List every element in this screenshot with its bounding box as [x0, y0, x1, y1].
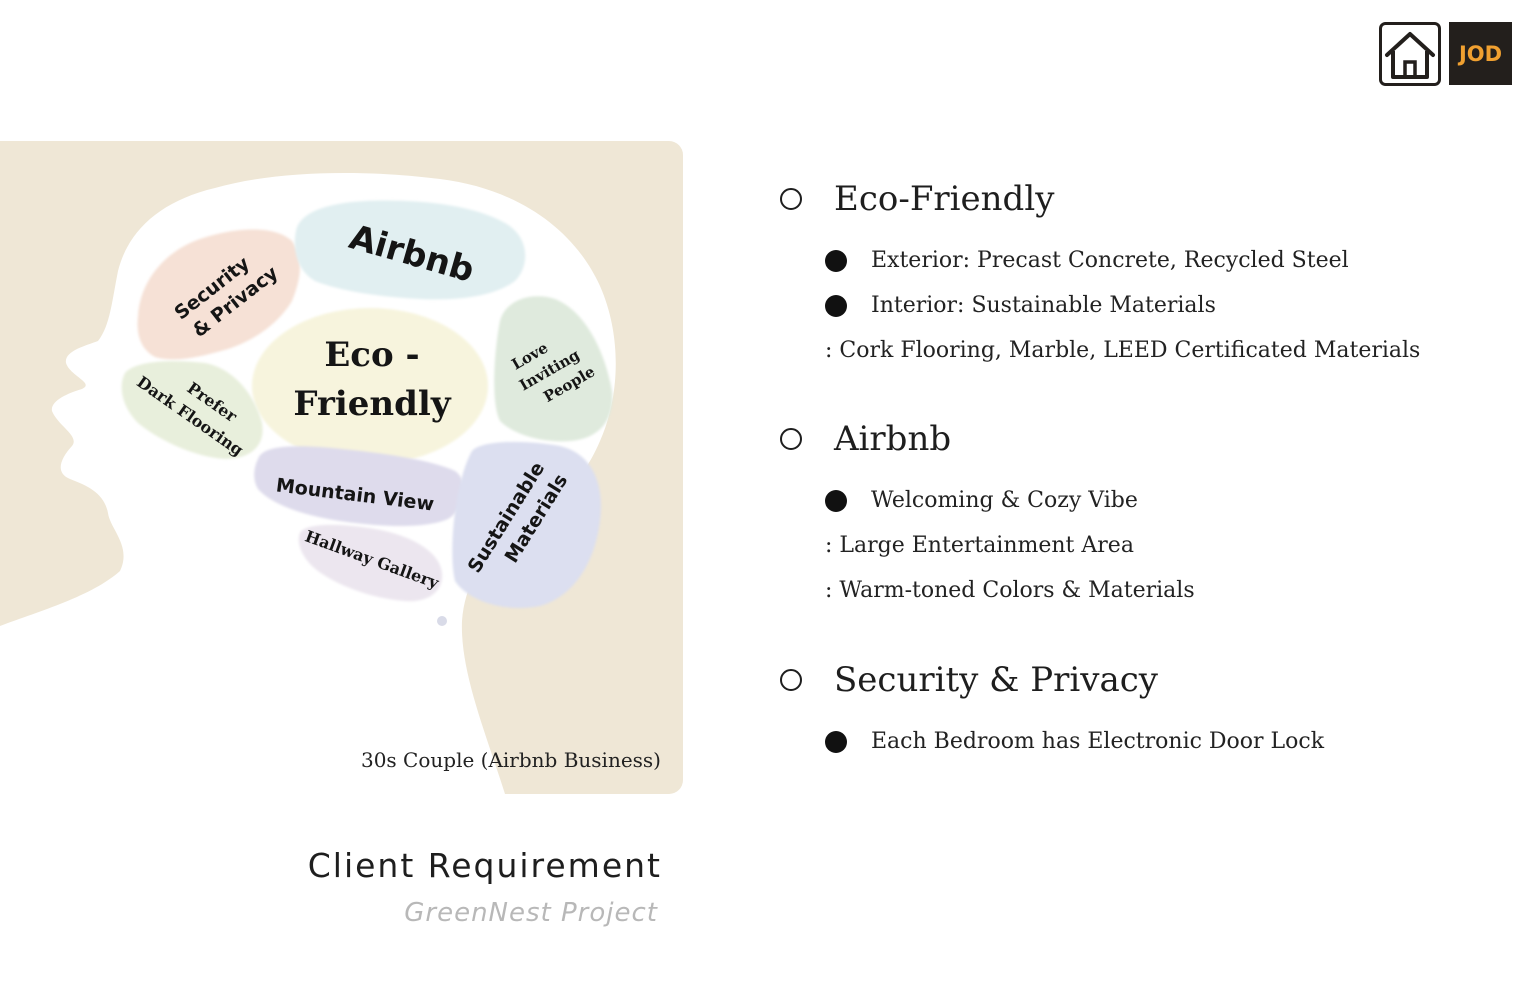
region-security-privacy [137, 229, 300, 360]
region-prefer-dark-flooring [121, 361, 263, 459]
head-diagram: Security & Privacy Airbnb Eco - Friendly… [0, 172, 616, 794]
label-friendly: Friendly [293, 384, 451, 424]
requirement-eco-friendly: Eco-Friendly Exterior: Precast Concrete,… [780, 176, 1500, 363]
section-title: Security & Privacy [834, 660, 1158, 700]
region-mountain-view [254, 446, 464, 526]
mindmap-panel: Security & Privacy Airbnb Eco - Friendly… [0, 141, 683, 794]
section-title: Eco-Friendly [834, 179, 1055, 219]
label-eco: Eco - [324, 335, 419, 375]
thought-dot [437, 616, 447, 626]
list-item: Interior: Sustainable Materials [825, 293, 1216, 318]
open-circle-icon [780, 428, 802, 450]
region-airbnb [294, 200, 526, 300]
item-note: : Large Entertainment Area [825, 533, 1134, 558]
bullet-icon [825, 489, 847, 512]
item-note: : Cork Flooring, Marble, LEED Certificat… [825, 338, 1421, 363]
page-title: Client Requirement [307, 846, 662, 885]
company-logo: JOD [1379, 22, 1513, 86]
item-text: Welcoming & Cozy Vibe [871, 488, 1138, 513]
region-hallway-gallery [298, 524, 443, 602]
item-text: Each Bedroom has Electronic Door Lock [871, 729, 1325, 754]
list-item: Exterior: Precast Concrete, Recycled Ste… [825, 248, 1349, 273]
requirement-security-privacy: Security & Privacy Each Bedroom has Elec… [780, 657, 1500, 754]
bullet-icon [825, 249, 847, 272]
section-title: Airbnb [834, 419, 952, 459]
region-love-inviting [494, 296, 613, 442]
list-item: Each Bedroom has Electronic Door Lock [825, 729, 1324, 754]
persona-caption: 30s Couple (Airbnb Business) [360, 748, 661, 772]
item-text: Exterior: Precast Concrete, Recycled Ste… [871, 248, 1349, 273]
page-subtitle: GreenNest Project [404, 898, 658, 928]
open-circle-icon [780, 188, 802, 210]
house-icon [1379, 22, 1441, 86]
open-circle-icon [780, 669, 802, 691]
region-sustainable-materials [452, 441, 601, 609]
logo-badge: JOD [1449, 22, 1512, 85]
requirement-airbnb: Airbnb Welcoming & Cozy Vibe : Large Ent… [780, 416, 1500, 603]
item-note: : Warm-toned Colors & Materials [825, 578, 1195, 603]
bullet-icon [825, 294, 847, 317]
logo-text: JOD [1458, 41, 1503, 66]
bullet-icon [825, 730, 847, 753]
region-eco-friendly [252, 308, 488, 464]
item-text: Interior: Sustainable Materials [871, 293, 1216, 318]
list-item: Welcoming & Cozy Vibe [825, 488, 1138, 513]
